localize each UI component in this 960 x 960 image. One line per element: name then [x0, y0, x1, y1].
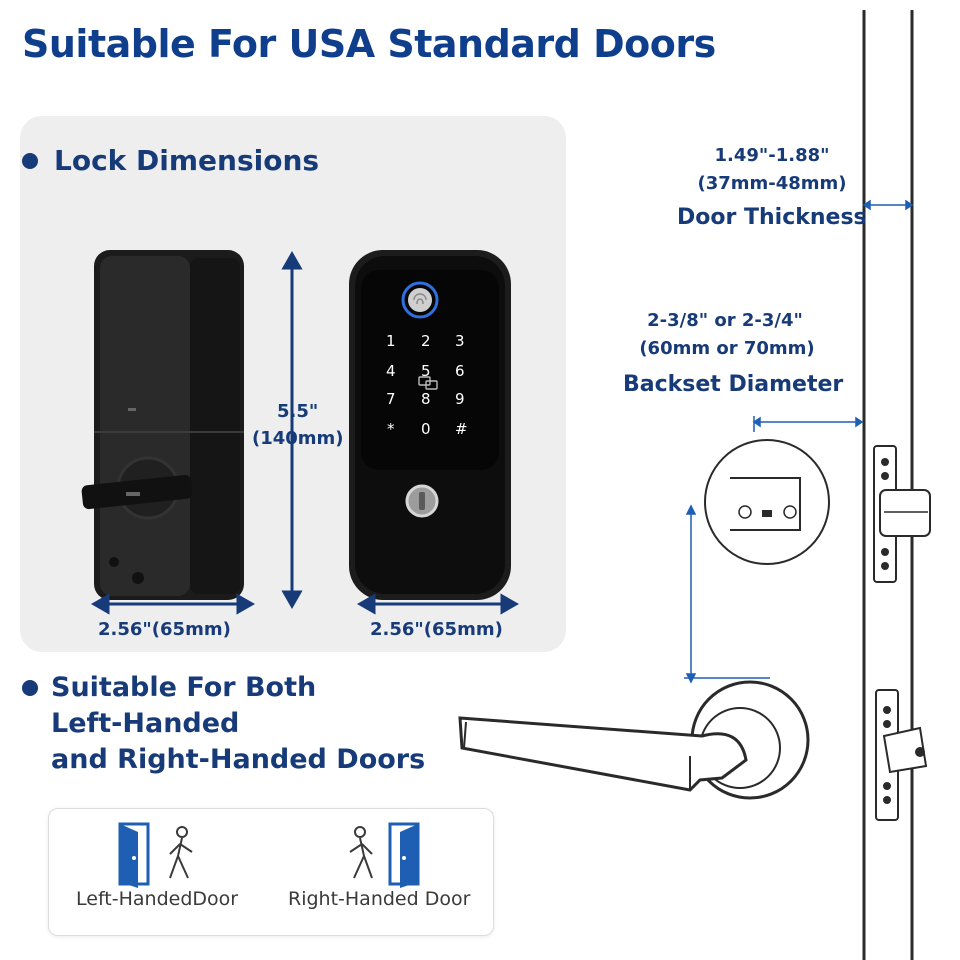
key-3: 3 [455, 332, 465, 350]
front-width: 2.56"(65mm) [370, 619, 503, 640]
person-walking-icon [349, 826, 373, 879]
interior-unit [81, 250, 244, 600]
key-2: 2 [421, 332, 431, 350]
door-type-box [48, 808, 494, 936]
fingerprint-icon [401, 281, 439, 319]
handedness-line-3: and Right-Handed Doors [51, 744, 426, 775]
handedness-line-2: Left-Handed [51, 708, 240, 739]
handedness-line-1: Suitable For Both [51, 672, 317, 703]
bullet-dot [22, 680, 38, 696]
door-thickness-inches: 1.49"-1.88" [714, 145, 830, 166]
height-mm: (140mm) [252, 428, 344, 449]
key-hash: # [455, 420, 468, 438]
backset-mm: (60mm or 70mm) [639, 338, 815, 359]
page-title: Suitable For USA Standard Doors [22, 22, 716, 66]
door-thickness-mm: (37mm-48mm) [697, 173, 847, 194]
person-walking-icon [169, 826, 193, 879]
exterior-unit [349, 250, 511, 600]
door-open-right-icon [388, 822, 420, 888]
key-0: 0 [421, 420, 431, 438]
key-8: 8 [421, 390, 431, 408]
door-thickness-label: Door Thickness [677, 205, 867, 230]
key-1: 1 [386, 332, 396, 350]
width-arrows [90, 593, 520, 615]
key-cylinder-icon [405, 484, 439, 518]
left-handed-door-label: Left-HandedDoor [76, 888, 239, 910]
back-width: 2.56"(65mm) [98, 619, 231, 640]
key-6: 6 [455, 362, 465, 380]
door-open-left-icon [118, 822, 150, 888]
backset-label: Backset Diameter [623, 372, 844, 397]
key-7: 7 [386, 390, 396, 408]
door-diagram [458, 10, 931, 960]
height-inches: 5.5" [277, 401, 319, 422]
bullet-dot [22, 153, 38, 169]
lock-dimensions-heading: Lock Dimensions [54, 144, 320, 177]
right-handed-door-label: Right-Handed Door [288, 888, 471, 910]
height-arrow [281, 250, 303, 610]
nfc-icon [418, 376, 438, 390]
key-9: 9 [455, 390, 465, 408]
lock-illustration [81, 250, 520, 615]
key-4: 4 [386, 362, 396, 380]
backset-inches: 2-3/8" or 2-3/4" [647, 310, 803, 331]
key-star: * [387, 420, 395, 438]
key-5: 5 [421, 362, 431, 380]
